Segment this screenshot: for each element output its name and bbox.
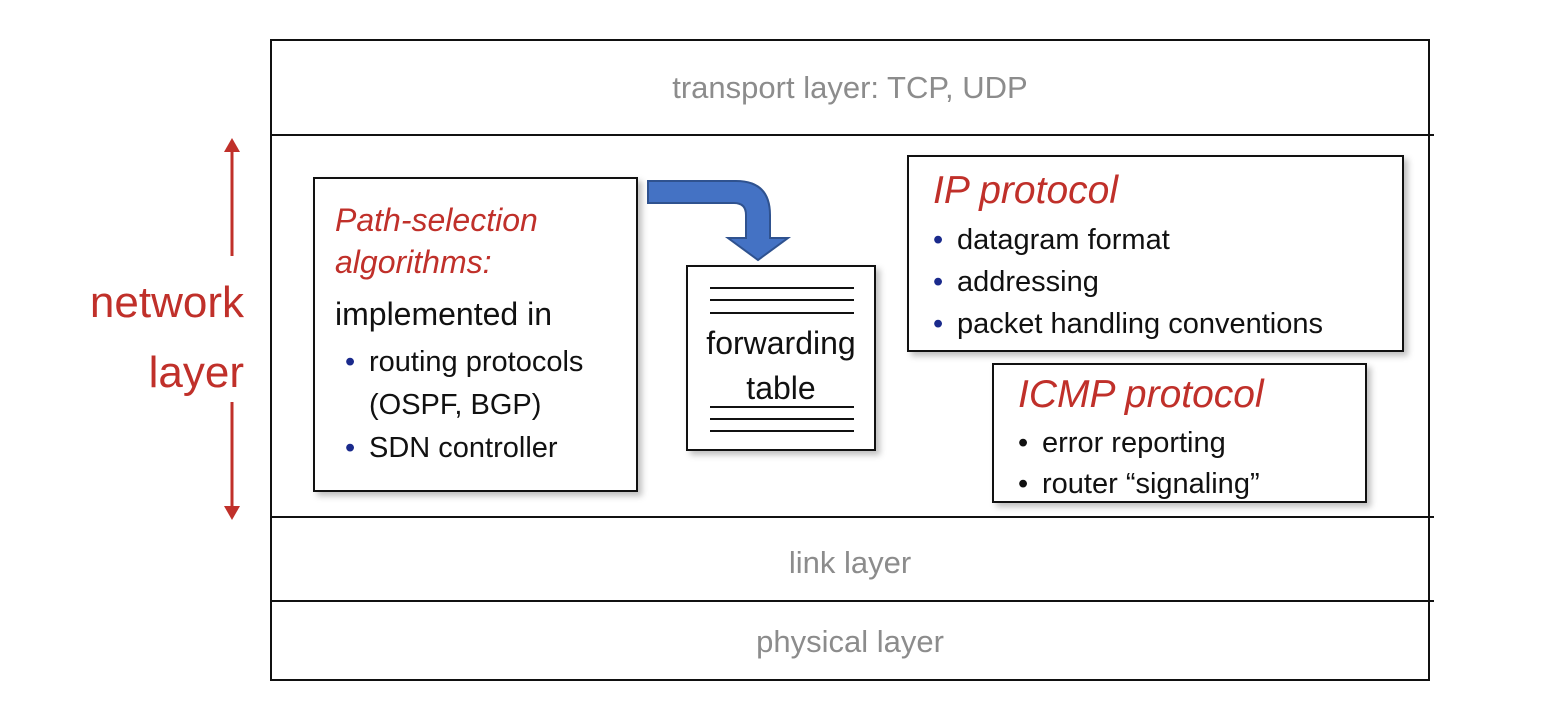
bullet-icon: • [345, 346, 356, 378]
link-physical-divider [270, 600, 1434, 602]
ip-bullet-packet-handling: • packet handling conventions [933, 303, 1403, 345]
forwarding-table-box: forwarding table [686, 265, 876, 451]
double-headed-vertical-arrow-icon [224, 138, 240, 520]
ip-bullet-addressing: • addressing [933, 261, 1403, 303]
physical-layer-title: physical layer [756, 624, 944, 659]
bullet-icon: • [1018, 427, 1029, 459]
bullet-icon: • [345, 432, 356, 464]
forwarding-table-line2: table [746, 370, 816, 406]
icmp-bullet-error-reporting: • error reporting [1018, 423, 1363, 464]
bullet-icon: • [1018, 468, 1029, 500]
protocol-stack-frame [270, 39, 1430, 681]
bullet-icon: • [933, 308, 944, 340]
ip-protocol-title: IP protocol [933, 169, 1118, 212]
icmp-protocol-title: ICMP protocol [1018, 373, 1264, 416]
path-bullet-sdn: • SDN controller [345, 427, 635, 470]
network-layer-label: network layer [40, 268, 244, 408]
icmp-protocol-box: ICMP protocol • error reporting • router… [992, 363, 1367, 503]
network-label-line1: network [89, 278, 244, 327]
bullet-icon: • [933, 266, 944, 298]
network-label-line2: layer [148, 348, 244, 397]
ip-bullet-datagram: • datagram format [933, 219, 1403, 261]
transport-layer-title: transport layer: TCP, UDP [672, 70, 1028, 105]
path-selection-title-line2: algorithms: [335, 244, 492, 280]
ip-protocol-box: IP protocol • datagram format • addressi… [907, 155, 1404, 352]
path-bullet-routing-cont: (OSPF, BGP) [369, 389, 542, 421]
network-link-divider [270, 516, 1434, 518]
bent-arrow-icon [647, 180, 792, 262]
path-bullet-routing: • routing protocols [345, 341, 635, 384]
path-selection-title-line1: Path-selection [335, 202, 538, 238]
path-selection-box: Path-selection algorithms: implemented i… [313, 177, 638, 492]
transport-network-divider [270, 134, 1434, 136]
path-selection-subtitle: implemented in [335, 296, 552, 332]
forwarding-table-line1: forwarding [706, 325, 856, 361]
link-layer-title: link layer [788, 545, 912, 580]
bullet-icon: • [933, 224, 944, 256]
icmp-bullet-router-signaling: • router “signaling” [1018, 464, 1363, 505]
